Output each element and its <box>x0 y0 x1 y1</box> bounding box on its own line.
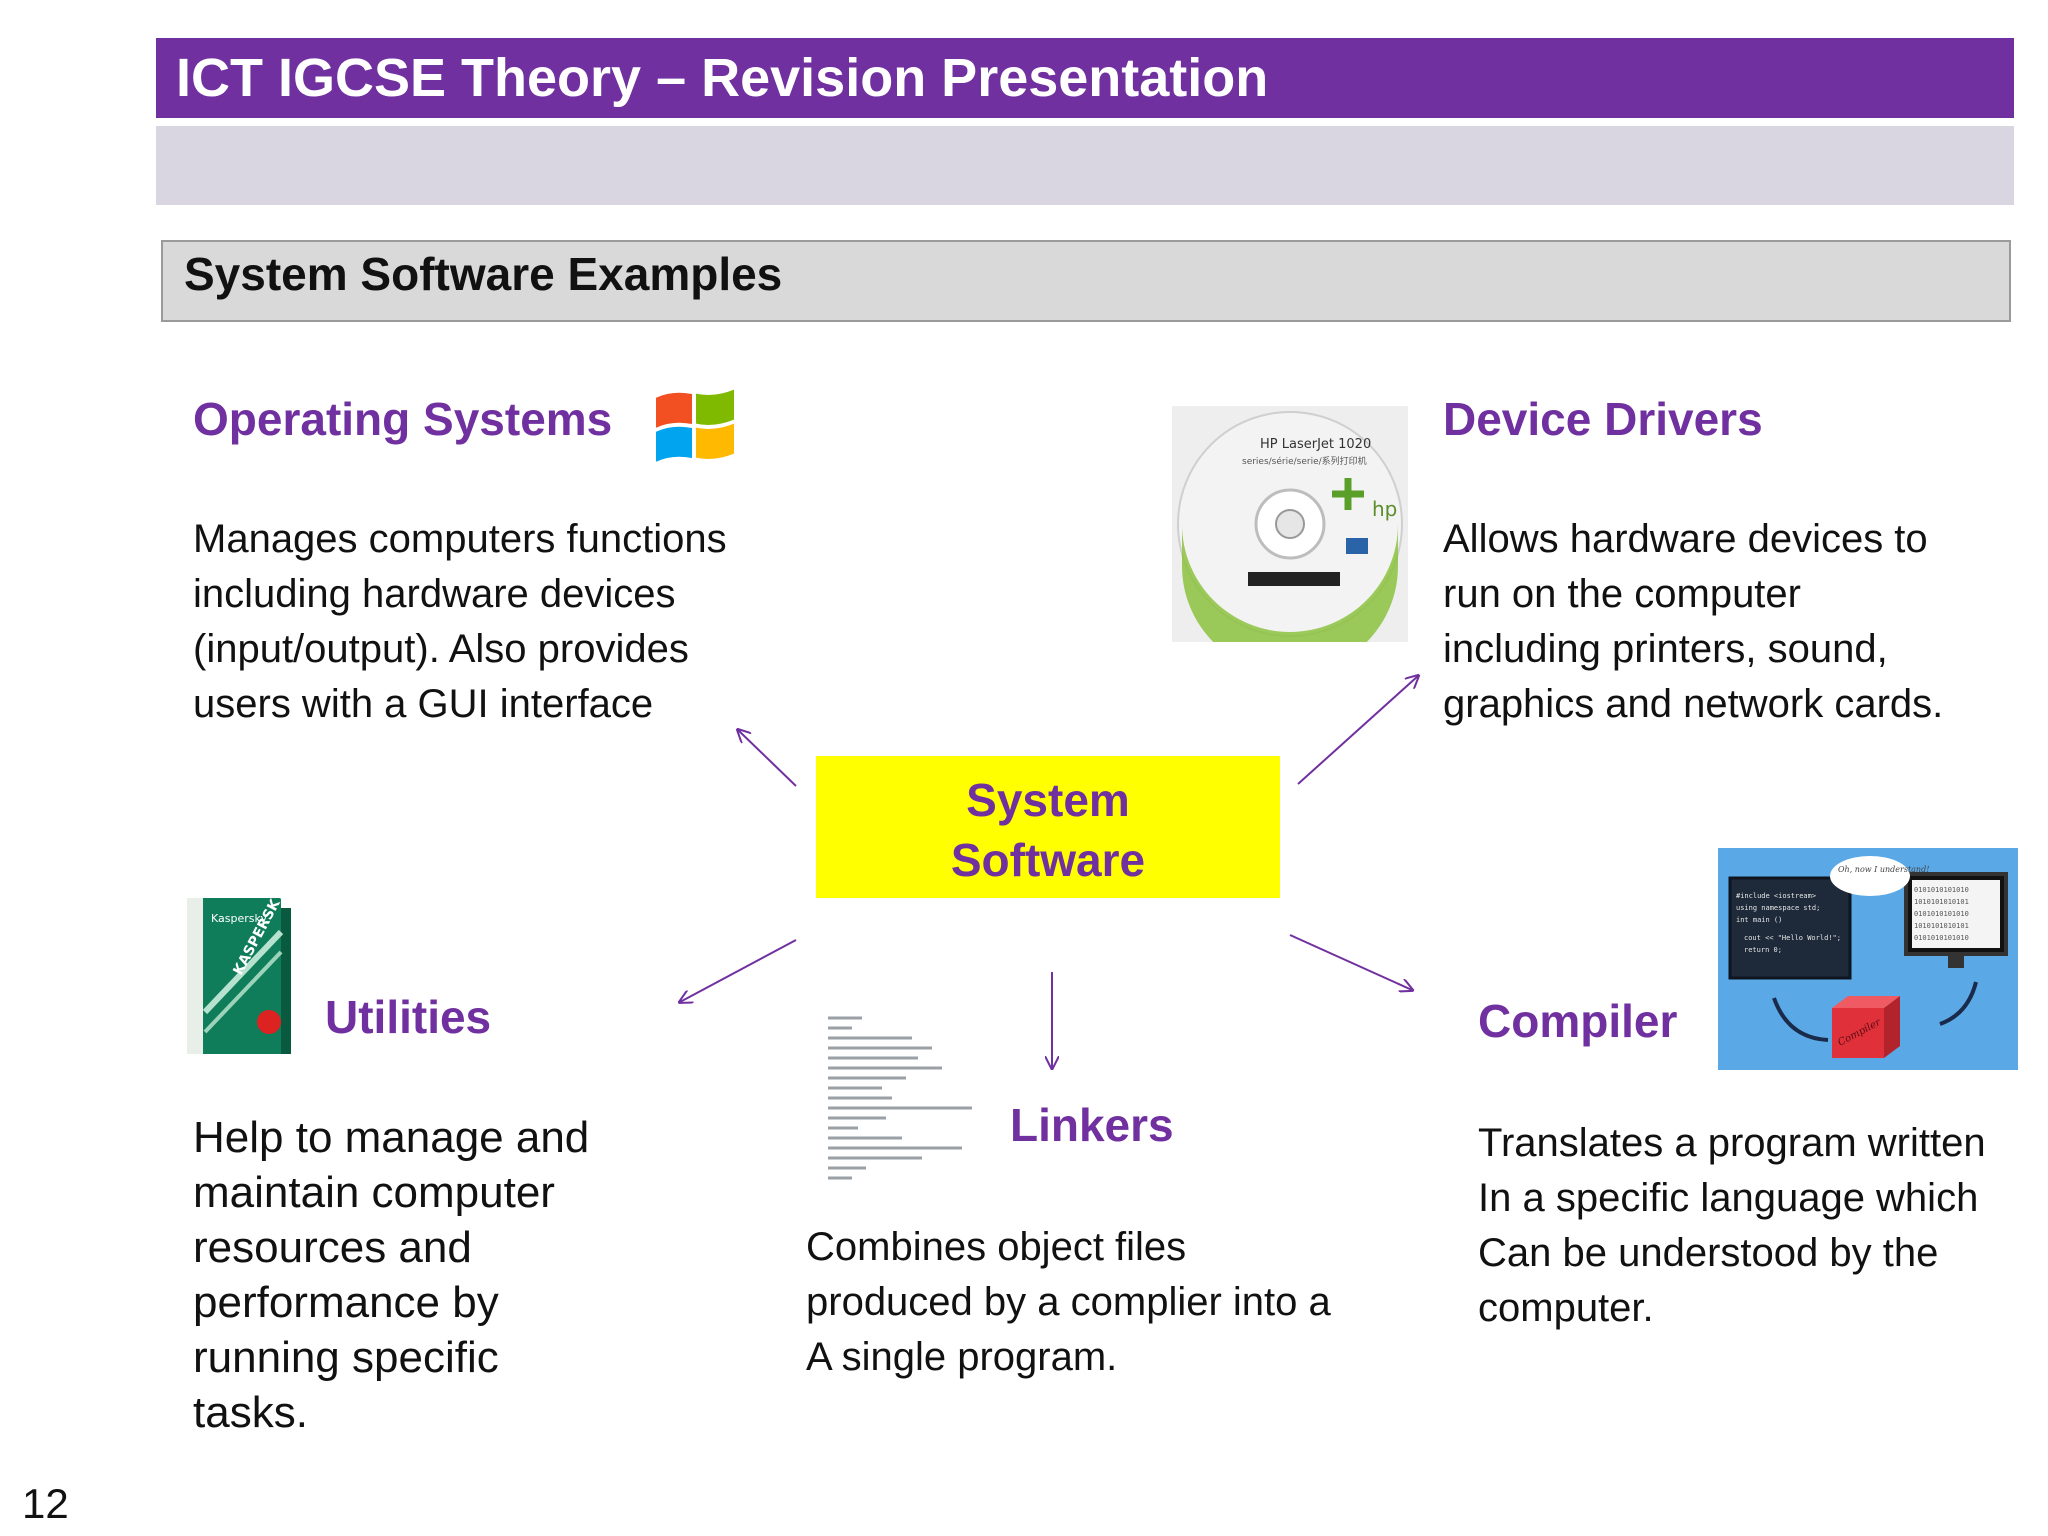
system-software-label: System Software <box>816 770 1280 890</box>
arrow-to-device-drivers <box>1297 676 1418 785</box>
arrow-to-compiler <box>1289 934 1412 990</box>
ut-line-4: performance by <box>193 1278 499 1327</box>
operating-systems-description: Manages computers functions including ha… <box>193 512 727 732</box>
code-listing-image <box>822 1010 986 1182</box>
slide-title: ICT IGCSE Theory – Revision Presentation <box>176 48 1269 108</box>
svg-text:1010101010101: 1010101010101 <box>1914 922 1969 930</box>
cd-model-text: HP LaserJet 1020 <box>1260 437 1371 452</box>
ut-line-1: Help to manage and <box>193 1113 590 1162</box>
linkers-description: Combines object files produced by a comp… <box>806 1220 1331 1385</box>
os-line-3: (input/output). Also provides <box>193 627 689 671</box>
compiler-description: Translates a program written In a specif… <box>1478 1116 1986 1336</box>
section-title: System Software Examples <box>184 248 783 300</box>
cd-series-text: series/série/serie/系列打印机 <box>1242 455 1367 467</box>
utilities-heading: Utilities <box>325 991 492 1043</box>
system-software-box <box>816 756 1280 898</box>
operating-systems-heading: Operating Systems <box>193 393 613 445</box>
svg-text:0101010101010: 0101010101010 <box>1914 910 1969 918</box>
dd-line-3: including printers, sound, <box>1443 627 1888 671</box>
ut-line-6: tasks. <box>193 1388 308 1437</box>
dd-line-1: Allows hardware devices to <box>1443 517 1928 561</box>
lk-line-2: produced by a complier into a <box>806 1280 1331 1324</box>
os-line-1: Manages computers functions <box>193 517 727 561</box>
ut-line-3: resources and <box>193 1223 472 1272</box>
cp-line-3: Can be understood by the <box>1478 1231 1939 1275</box>
device-drivers-heading: Device Drivers <box>1443 393 1763 445</box>
page-number: 12 <box>22 1480 69 1527</box>
ut-line-5: running specific <box>193 1333 499 1382</box>
compiler-illustration-image: #include <iostream> using namespace std;… <box>1718 848 2018 1070</box>
dd-line-2: run on the computer <box>1443 572 1801 616</box>
os-line-2: including hardware devices <box>193 572 676 616</box>
ut-line-2: maintain computer <box>193 1168 555 1217</box>
svg-text:1010101010101: 1010101010101 <box>1914 898 1969 906</box>
arrow-to-operating-systems <box>738 730 797 787</box>
cp-line-2: In a specific language which <box>1478 1176 1979 1220</box>
lk-line-3: A single program. <box>806 1335 1118 1379</box>
code-line-1: #include <iostream> <box>1736 892 1816 900</box>
arrow-to-utilities <box>680 939 797 1002</box>
compiler-heading: Compiler <box>1478 995 1678 1047</box>
utilities-description: Help to manage and maintain computer res… <box>193 1110 589 1440</box>
svg-text:0101010101010: 0101010101010 <box>1914 934 1969 942</box>
os-line-4: users with a GUI interface <box>193 682 654 726</box>
center-label-line-2: Software <box>950 834 1146 886</box>
center-label-line-1: System <box>966 774 1130 826</box>
header-bar <box>156 38 2014 118</box>
lk-line-1: Combines object files <box>806 1225 1187 1269</box>
box-brand-text: Kaspersky <box>211 912 267 925</box>
cp-line-4: computer. <box>1478 1286 1654 1330</box>
section-title-box <box>161 240 2011 322</box>
windows-logo-icon <box>620 382 778 472</box>
bubble-text: Oh, now I understand! <box>1838 865 1929 874</box>
code-line-5: return 0; <box>1744 946 1782 954</box>
svg-text:0101010101010: 0101010101010 <box>1914 886 1969 894</box>
subheader-band <box>156 126 2014 205</box>
dd-line-4: graphics and network cards. <box>1443 682 1944 726</box>
cp-line-1: Translates a program written <box>1478 1121 1986 1165</box>
linkers-heading: Linkers <box>1010 1099 1174 1151</box>
device-drivers-description: Allows hardware devices to run on the co… <box>1443 512 1943 732</box>
kaspersky-box-image: Kaspersky KASPERSKY <box>183 887 293 1060</box>
code-line-2: using namespace std; <box>1736 904 1820 912</box>
cd-brand-text: hp <box>1372 497 1397 521</box>
code-line-4: cout << "Hello World!"; <box>1744 934 1841 942</box>
driver-cd-image: HP LaserJet 1020 series/série/serie/系列打印… <box>1172 406 1408 674</box>
code-line-3: int main () <box>1736 916 1782 924</box>
